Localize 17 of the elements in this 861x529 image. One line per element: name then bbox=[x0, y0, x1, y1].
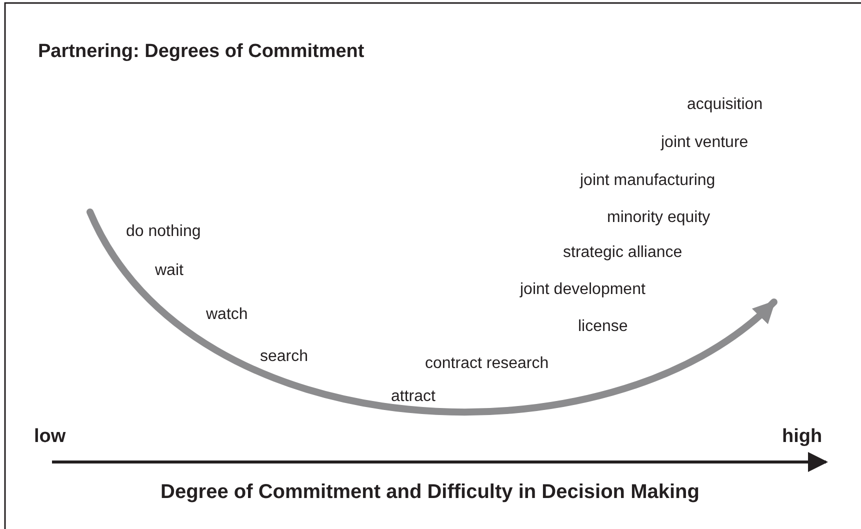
stage-label: watch bbox=[206, 305, 248, 325]
stage-label: contract research bbox=[425, 354, 549, 374]
stage-label: wait bbox=[155, 261, 184, 281]
stage-label: license bbox=[578, 317, 628, 337]
axis-title: Degree of Commitment and Difficulty in Decision Making bbox=[160, 480, 700, 504]
stage-label: acquisition bbox=[687, 95, 763, 115]
stage-label: search bbox=[260, 347, 308, 367]
stage-label: joint development bbox=[520, 280, 646, 300]
stage-label: joint venture bbox=[661, 133, 748, 153]
stage-label: strategic alliance bbox=[563, 243, 682, 263]
stage-label: minority equity bbox=[607, 208, 710, 228]
axis-end-label: high bbox=[782, 425, 822, 449]
title: Partnering: Degrees of Commitment bbox=[38, 41, 364, 63]
stage-label: do nothing bbox=[126, 222, 201, 242]
stage-label: joint manufacturing bbox=[580, 171, 716, 191]
stage-label: attract bbox=[391, 387, 436, 407]
axis-end-label: low bbox=[34, 425, 66, 449]
